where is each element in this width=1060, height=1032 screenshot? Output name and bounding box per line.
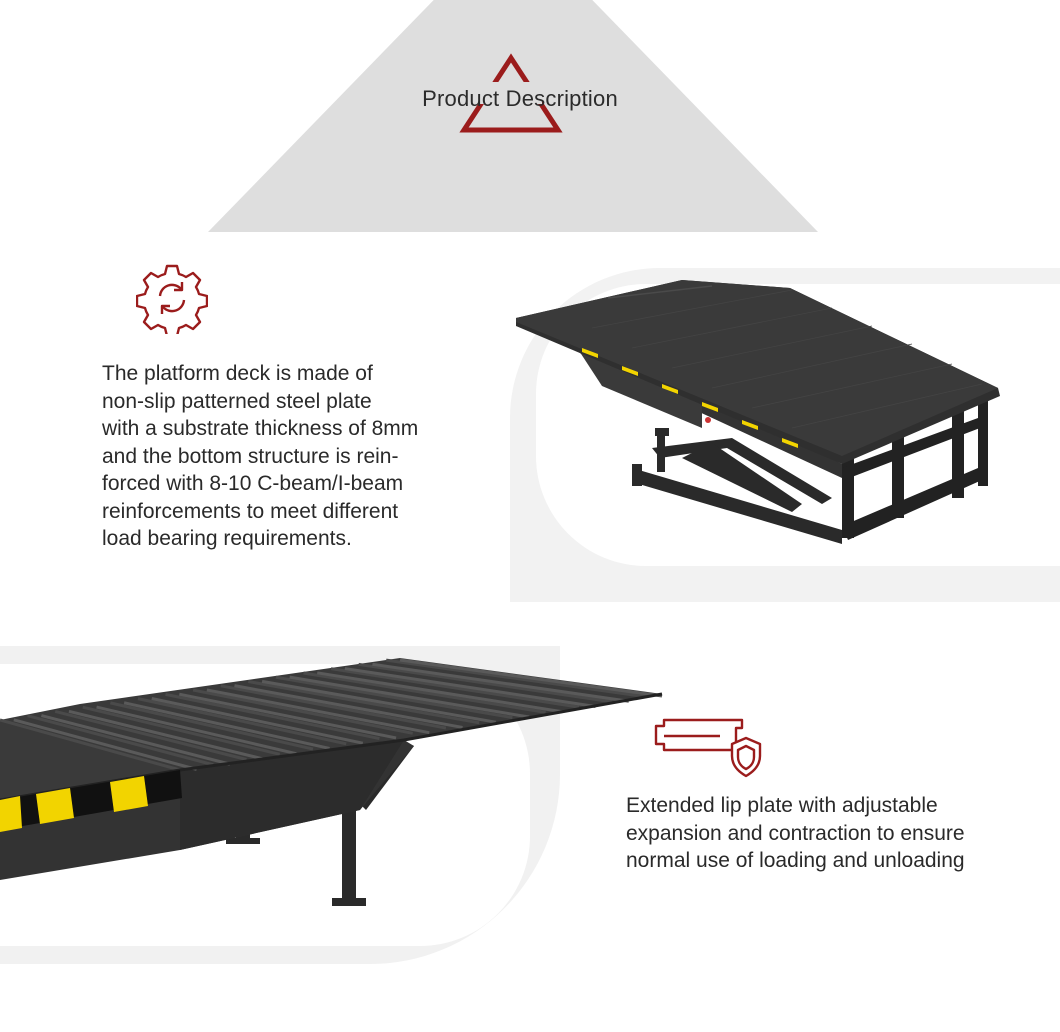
deck-rib [123,701,330,750]
dock-leveler-image [516,280,1000,544]
deck-rib [275,675,513,720]
deck-rib [261,679,497,724]
deck-rib [192,688,413,735]
text-line: forced with 8-10 C-beam/I-beam [102,472,404,495]
plate-shield-icon [654,718,762,778]
text-line: reinforcements to meet different [102,499,399,523]
lip-plate-image [0,658,663,906]
deck-rib [344,667,596,708]
deck-rib [399,658,663,698]
deck-rib [358,662,613,704]
text-line: expansion and contraction to ensure [626,821,965,845]
text-line: The platform deck is made of [102,362,373,385]
deck-rib [372,662,629,703]
deck-rib [385,658,646,699]
deck-rib [96,705,297,756]
deck-rib [137,697,347,746]
deck-rib [220,684,447,730]
deck-rib [330,667,580,709]
deck-rib [248,680,480,725]
deck-rib [110,701,314,751]
text-line: with a substrate thickness of 8mm [102,417,419,440]
text-line: and the bottom structure is rein- [102,444,399,468]
deck-rib [289,675,530,719]
deck-rib [317,671,563,714]
deck-rib [82,705,281,756]
deck-rib [151,697,364,745]
platform-description: The platform deck is made of non-slip pa… [102,360,462,553]
triangle-emblem-icon [459,53,563,133]
deck-rib [179,692,397,740]
text-line: normal use of loading and unloading [626,849,965,872]
text-line: load bearing requirements. [102,527,352,550]
deck-rib [165,692,380,741]
deck-rib [0,718,181,772]
deck-rib [13,718,198,771]
lip-description: Extended lip plate with adjustable expan… [626,792,1026,875]
deck-rib [27,714,214,767]
deck-rib [54,709,247,761]
deck-rib [206,688,430,735]
deck-rib [68,709,264,761]
page-title: Product Description [422,86,618,111]
deck-rib [41,714,231,766]
gear-refresh-icon [136,264,208,334]
text-line: Extended lip plate with adjustable [626,794,938,817]
deck-rib [303,671,546,714]
text-line: non-slip patterned steel plate [102,389,372,413]
deck-rib [234,684,463,729]
